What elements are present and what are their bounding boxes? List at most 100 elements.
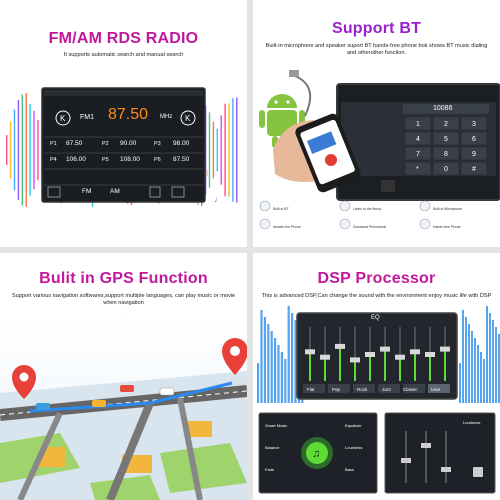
eq-slider-handle — [320, 354, 330, 360]
equalizer-icon — [171, 186, 185, 198]
loudness-screen — [384, 412, 496, 494]
music-note-icon: ♩ — [214, 194, 223, 204]
gps-map-illustration — [0, 313, 247, 500]
eq-slider-handle — [365, 352, 375, 357]
car-icon — [36, 403, 50, 410]
dial-key: 5 — [444, 136, 448, 143]
preset-freq[interactable]: 87.50 — [66, 140, 83, 147]
dial-key: 1 — [416, 121, 420, 128]
back-icon — [47, 186, 61, 198]
dsp-subtitle: This is advanced DSP,Can change the soun… — [261, 293, 492, 299]
radio-panel: FM/AM RDS RADIO It supports automatic se… — [0, 0, 247, 247]
eq-label: EQ — [371, 315, 380, 321]
dial-display — [403, 104, 489, 114]
dial-key: # — [472, 166, 476, 173]
eq-preset-pop[interactable]: Pop — [332, 387, 341, 392]
eq-preset-user[interactable]: User — [431, 387, 441, 392]
map-pin-icon — [222, 338, 247, 375]
eq-preset-buttons — [303, 384, 450, 393]
radio-screen — [41, 87, 206, 203]
preset-label[interactable]: P1 — [50, 141, 57, 147]
phone-in-hand — [273, 113, 361, 193]
preset-label[interactable]: P4 — [50, 157, 57, 163]
preset-label[interactable]: P6 — [154, 157, 161, 163]
dsp-title: DSP Processor — [317, 270, 436, 287]
eq-preset-classic[interactable]: Classic — [403, 387, 418, 392]
sound-menu-item[interactable]: Fade — [265, 467, 275, 472]
radio-subtitle: It supports automatic search and manual … — [63, 52, 184, 58]
eq-slider-handle — [395, 354, 405, 360]
radio-frequency: 87.50 — [108, 106, 149, 123]
dial-number: 10086 — [433, 105, 453, 112]
sound-menu-item[interactable]: Balance — [265, 445, 280, 450]
eq-slider-handle — [440, 346, 450, 352]
bt-feature-label: Answer the Phone — [273, 225, 301, 229]
preset-freq[interactable]: 98.00 — [173, 140, 190, 147]
prev-station-icon[interactable] — [55, 110, 71, 126]
panel-divider — [0, 247, 500, 253]
music-note-icon: ♫ — [312, 448, 320, 460]
sound-menu-item[interactable]: Loudness — [345, 445, 363, 450]
preset-freq[interactable]: 90.00 — [120, 140, 137, 147]
eq-slider-handle — [335, 343, 345, 349]
bt-feature-label: Download Phonebook — [353, 225, 387, 229]
eq-screen — [296, 312, 458, 400]
preset-freq[interactable]: 87.50 — [173, 156, 190, 163]
dial-key: 7 — [416, 151, 420, 158]
dial-key: 4 — [416, 136, 420, 143]
eq-slider-handle — [380, 346, 390, 352]
eq-slider-handle — [305, 349, 315, 355]
bt-feature-label: Built-in Microphone — [433, 207, 463, 211]
gps-panel: Bulit in GPS Function Support various na… — [0, 253, 247, 500]
eq-slider-handle — [425, 352, 435, 357]
loudness-sliders — [401, 431, 451, 483]
eq-preset-rock[interactable]: Rock — [357, 387, 368, 392]
dial-key: 3 — [472, 121, 476, 128]
bluetooth-panel: Support BT Built-in microphone and speak… — [253, 0, 500, 247]
bt-title: Support BT — [331, 20, 422, 37]
sound-menu-item[interactable]: Bass — [345, 467, 354, 472]
radio-band: FM1 — [80, 114, 94, 121]
sound-menu-item[interactable]: Smart Music — [265, 423, 288, 428]
dial-key: 6 — [472, 136, 476, 143]
dial-key: 9 — [472, 151, 476, 158]
preset-freq[interactable]: 108.00 — [120, 156, 140, 163]
loudness-label: Loudness — [463, 420, 481, 425]
feature-icons — [259, 200, 431, 230]
navigation-route — [29, 381, 233, 413]
preset-label[interactable]: P3 — [154, 141, 161, 147]
usb-plug-icon — [289, 70, 299, 77]
eq-slider-handle — [410, 349, 420, 355]
gps-subtitle: Support various navigation softwares,sup… — [11, 293, 236, 306]
eq-preset-flat[interactable]: Flat — [307, 387, 315, 392]
am-button[interactable]: AM — [110, 188, 120, 195]
car-icon — [92, 400, 106, 407]
bt-feature-label: Hands-free Phone — [433, 225, 461, 229]
preset-freq[interactable]: 106.00 — [66, 156, 86, 163]
search-icon — [149, 186, 161, 198]
dial-key: 8 — [444, 151, 448, 158]
svg-text:K: K — [185, 114, 191, 123]
radio-illustration: ♪ ♫ ♪ ♩ K K — [6, 87, 238, 208]
eq-sliders — [305, 327, 450, 381]
dsp-panel: DSP Processor This is advanced DSP,Can c… — [253, 253, 500, 500]
car-icon — [159, 387, 175, 396]
gps-title: Bulit in GPS Function — [39, 270, 208, 287]
dial-key: 0 — [444, 166, 448, 173]
bt-subtitle: Built-in microphone and speaker suport B… — [265, 43, 488, 56]
bt-feature-label: Built-in BT — [273, 207, 289, 211]
end-call-icon — [325, 154, 337, 166]
sound-menu-item[interactable]: Equalizer — [345, 423, 362, 428]
eq-slider-handle — [350, 357, 360, 363]
eq-preset-jazz[interactable]: Jazz — [382, 387, 392, 392]
next-station-icon[interactable] — [180, 110, 196, 126]
radio-title: FM/AM RDS RADIO — [48, 30, 199, 47]
map-pin-icon — [12, 365, 36, 399]
preset-label[interactable]: P2 — [102, 141, 109, 147]
bt-feature-label: Listen to the Music — [353, 207, 382, 211]
fm-button[interactable]: FM — [82, 188, 92, 195]
preset-label[interactable]: P5 — [102, 157, 109, 163]
